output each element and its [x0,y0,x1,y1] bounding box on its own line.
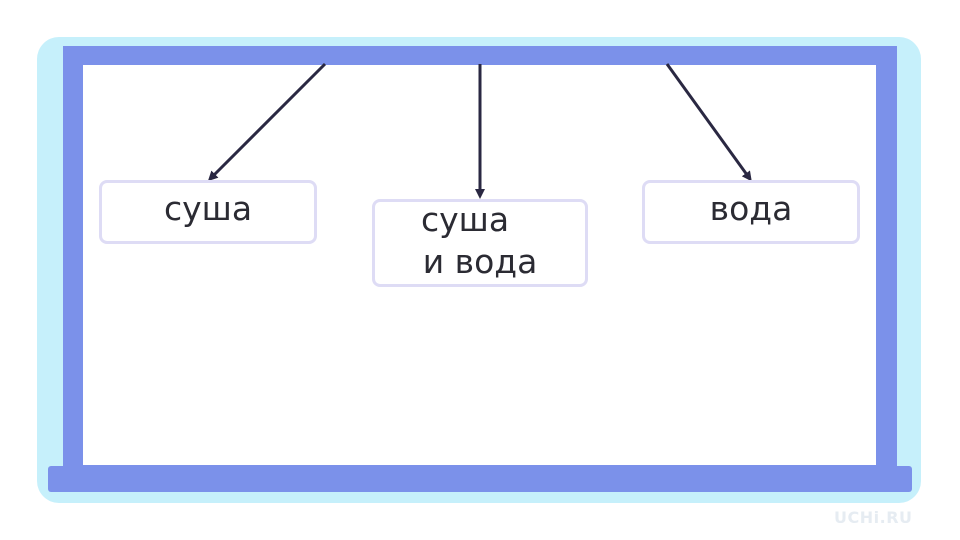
node-land-and-water-label-line2: и вода [422,242,538,281]
watermark-logo: UCHi.RU [834,508,913,527]
node-water: вода [642,180,860,244]
arrow-to-land [207,62,327,182]
node-land: суша [99,180,317,244]
node-land-label: суша [163,188,253,228]
arrow-to-water [665,63,752,182]
node-water-label: вода [709,188,793,228]
board-ledge [48,466,912,492]
node-land-and-water: суша и вода [372,199,588,287]
node-land-and-water-label-line1: суша [420,199,510,239]
